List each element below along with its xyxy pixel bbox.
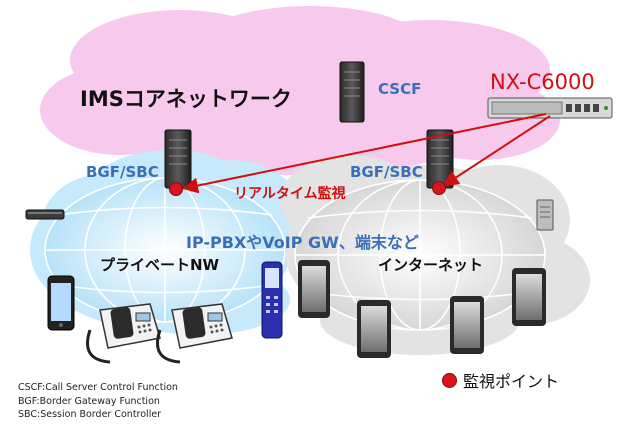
bgf-sbc-left-server-icon xyxy=(164,129,192,189)
ims-core-network-label: IMSコアネットワーク xyxy=(80,87,292,111)
realtime-monitor-arrows xyxy=(182,113,551,194)
tablet-icon-3 xyxy=(450,296,484,354)
definition-cscf: CSCF:Call Server Control Function xyxy=(18,382,178,393)
bgf-sbc-right-server-icon xyxy=(426,129,454,189)
tablet-icon-4 xyxy=(512,268,546,326)
legend: 監視ポイント xyxy=(442,368,559,392)
ip-pbx-devices-label: IP-PBXやVoIP GW、端末など xyxy=(186,233,419,252)
ims-cloud xyxy=(40,6,560,175)
monitor-point-legend-dot xyxy=(442,372,457,388)
monitor-point-left xyxy=(169,182,183,196)
abbreviation-definitions: CSCF:Call Server Control Function BGF:Bo… xyxy=(18,381,178,422)
tower-server-icon xyxy=(536,199,554,231)
realtime-monitoring-label: リアルタイム監視 xyxy=(234,186,346,202)
mobile-phone-icon xyxy=(261,261,283,339)
private-network-label: プライベートNW xyxy=(100,256,220,274)
definition-bgf: BGF:Border Gateway Function xyxy=(18,395,160,407)
monitor-point-right xyxy=(432,181,446,195)
cscf-server-icon xyxy=(339,61,365,123)
nx-c6000-label: NX-C6000 xyxy=(490,70,595,94)
ip-phone-icon-1 xyxy=(86,303,161,364)
bgf-sbc-left-label: BGF/SBC xyxy=(86,163,159,181)
network-switch-icon xyxy=(25,209,65,220)
internet-cloud xyxy=(280,155,590,355)
nx-c6000-appliance-icon xyxy=(487,97,613,119)
tablet-icon-2 xyxy=(357,300,391,358)
definition-sbc: SBC:Session Border Controller xyxy=(18,409,162,420)
smartphone-icon xyxy=(47,275,75,331)
internet-label: インターネット xyxy=(378,256,484,274)
bgf-sbc-right-label: BGF/SBC xyxy=(350,163,423,181)
cscf-label: CSCF xyxy=(378,80,422,98)
tablet-icon-1 xyxy=(298,260,330,318)
monitor-point-legend-label: 監視ポイント xyxy=(463,372,560,391)
ip-phone-icon-2 xyxy=(156,303,233,364)
